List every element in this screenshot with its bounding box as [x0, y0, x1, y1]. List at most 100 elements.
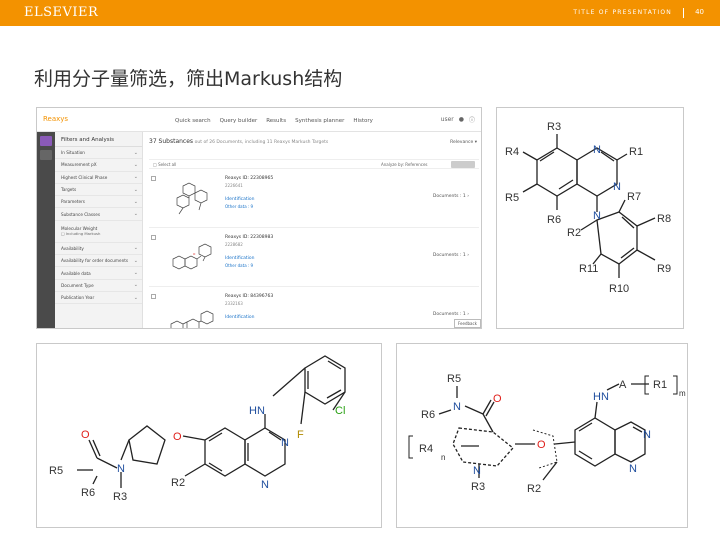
- label-o: O: [173, 431, 182, 443]
- label-n: N: [473, 465, 481, 477]
- mw-markush-label: Including Markush: [65, 231, 101, 237]
- facet-label: Document Type: [61, 282, 94, 288]
- other-data-link[interactable]: Other data : 9: [225, 263, 254, 268]
- label-r3: R3: [471, 481, 485, 493]
- svg-text:O: O: [193, 252, 196, 256]
- nav-history[interactable]: History: [353, 118, 373, 124]
- results-toolbar: □ Select all Analyze by: References: [149, 159, 479, 169]
- substance-structure-thumbnail[interactable]: [165, 176, 215, 222]
- label-r3: R3: [113, 491, 127, 503]
- label-r8: R8: [657, 213, 671, 225]
- facet-label: Available data: [61, 270, 91, 276]
- markush-structure-diagram: R3 R4 R5 R6 N N R1 R7 N R2 R8 R11 R9 R10: [505, 121, 671, 295]
- rail-filter-icon[interactable]: [40, 136, 52, 146]
- label-n: N: [593, 144, 601, 156]
- label-r1: R1: [653, 379, 667, 391]
- substance-reg: 2228682: [225, 242, 243, 247]
- nav-quick-search[interactable]: Quick search: [175, 118, 211, 124]
- analyze-dropdown[interactable]: Analyze by: References: [381, 162, 428, 167]
- facet-item[interactable]: Available data⌄: [55, 267, 142, 280]
- chevron-down-icon: ⌄: [133, 211, 138, 218]
- facet-item[interactable]: Substance Classes ⌄: [55, 208, 142, 221]
- reaxys-nav: Quick search Query builder Results Synth…: [175, 118, 373, 124]
- nav-synthesis-planner[interactable]: Synthesis planner: [295, 118, 345, 124]
- identification-link[interactable]: Identification: [225, 315, 255, 320]
- label-n: N: [643, 429, 651, 441]
- facet-item[interactable]: Publication Year⌄: [55, 292, 142, 305]
- results-count: 37 Substances: [149, 138, 194, 145]
- results-panel: 37 Substances out of 26 Documents, inclu…: [143, 132, 481, 329]
- facet-molecular-weight[interactable]: Molecular Weight □ Including Markush: [55, 221, 142, 243]
- compound-structure-right: R5 R6 N O R4 n R3 N O R2 HN A R1 m N N: [408, 373, 686, 495]
- row-checkbox[interactable]: [151, 235, 156, 240]
- reaxys-screenshot: Reaxys Quick search Query builder Result…: [36, 107, 482, 329]
- label-r10: R10: [609, 283, 629, 295]
- help-icon[interactable]: ⓘ: [468, 117, 475, 124]
- substance-id-link[interactable]: Reaxys ID: 22308983: [225, 235, 274, 240]
- nav-results[interactable]: Results: [266, 118, 287, 124]
- row-checkbox[interactable]: [151, 294, 156, 299]
- apply-button[interactable]: [451, 161, 475, 168]
- facet-item[interactable]: In Situation⌄: [55, 147, 142, 160]
- facet-item[interactable]: Measurement pX ⌄: [55, 159, 142, 172]
- row-checkbox[interactable]: [151, 176, 156, 181]
- facet-item[interactable]: Targets⌄: [55, 184, 142, 197]
- substance-structure-thumbnail[interactable]: [165, 294, 215, 329]
- results-detail: out of 26 Documents, including 11 Reaxys…: [194, 140, 329, 145]
- facet-item[interactable]: Document Type⌄: [55, 280, 142, 292]
- label-r6: R6: [421, 409, 435, 421]
- header-bar: ELSEVIER TITLE OF PRESENTATION 40: [0, 0, 720, 26]
- reaxys-logo[interactable]: Reaxys: [43, 115, 69, 123]
- mw-markush-checkbox[interactable]: □ Including Markush: [61, 231, 101, 237]
- rail-menu-icon[interactable]: [40, 150, 52, 160]
- presentation-title: TITLE OF PRESENTATION: [573, 9, 672, 16]
- label-r1: R1: [629, 146, 643, 158]
- filters-title: Filters and Analysis: [55, 132, 142, 147]
- chevron-down-icon: ⌄: [133, 257, 138, 264]
- documents-link[interactable]: Documents : 1 ›: [432, 253, 469, 258]
- user-icon[interactable]: ●: [458, 116, 464, 123]
- select-all-label: Select all: [158, 162, 177, 167]
- substance-id-link[interactable]: Reaxys ID: 22308965: [225, 176, 274, 181]
- compound-panel-left: HN Cl F O O N R5 R6 R3 R2 N N: [36, 343, 382, 528]
- label-r7: R7: [627, 191, 641, 203]
- nav-query-builder[interactable]: Query builder: [219, 118, 258, 124]
- documents-count: Documents : 1: [432, 194, 466, 199]
- analyze-label: Analyze by: References: [381, 162, 428, 167]
- label-r5: R5: [447, 373, 461, 385]
- substance-row[interactable]: O Reaxys ID: 22308983 2228682 Identifica…: [149, 229, 479, 287]
- documents-link[interactable]: Documents : 1 ›: [432, 312, 469, 317]
- other-data-link[interactable]: Other data : 9: [225, 204, 254, 209]
- results-header: 37 Substances out of 26 Documents, inclu…: [149, 138, 328, 145]
- label-r6: R6: [81, 487, 95, 499]
- facet-label: Parameters: [61, 199, 85, 205]
- label-r5: R5: [49, 465, 63, 477]
- user-menu[interactable]: user: [440, 116, 454, 123]
- feedback-button[interactable]: Feedback: [453, 319, 481, 328]
- substance-id-link[interactable]: Reaxys ID: 84396763: [225, 294, 274, 299]
- sort-dropdown[interactable]: Relevance ▾: [450, 140, 477, 145]
- select-all-checkbox[interactable]: □ Select all: [153, 162, 177, 167]
- facet-item[interactable]: Parameters⌄: [55, 196, 142, 209]
- facet-label: Measurement pX: [61, 162, 97, 168]
- label-n: N: [593, 210, 601, 222]
- label-r11: R11: [579, 263, 598, 275]
- chevron-down-icon: ⌄: [133, 294, 138, 301]
- facet-item[interactable]: Availability for order documents⌄: [55, 255, 142, 268]
- documents-link[interactable]: Documents : 1 ›: [432, 194, 469, 199]
- facet-item[interactable]: Highest Clinical Phase⌄: [55, 172, 142, 184]
- header-divider: [683, 8, 684, 18]
- label-r6: R6: [547, 214, 561, 226]
- substance-row[interactable]: Reaxys ID: 84396763 2332163 Identificati…: [149, 288, 479, 329]
- label-o: O: [537, 439, 546, 451]
- label-hn: HN: [249, 405, 265, 417]
- substance-structure-thumbnail[interactable]: O: [165, 235, 215, 281]
- substance-row[interactable]: Reaxys ID: 22308965 2226641 Identificati…: [149, 170, 479, 228]
- facet-item[interactable]: Availability⌄: [55, 243, 142, 256]
- facet-label: Substance Classes: [61, 211, 100, 217]
- facet-label: Highest Clinical Phase: [61, 174, 108, 180]
- identification-link[interactable]: Identification: [225, 256, 255, 261]
- label-n: N: [613, 181, 621, 193]
- identification-link[interactable]: Identification: [225, 197, 255, 202]
- chevron-down-icon: ⌄: [133, 161, 138, 168]
